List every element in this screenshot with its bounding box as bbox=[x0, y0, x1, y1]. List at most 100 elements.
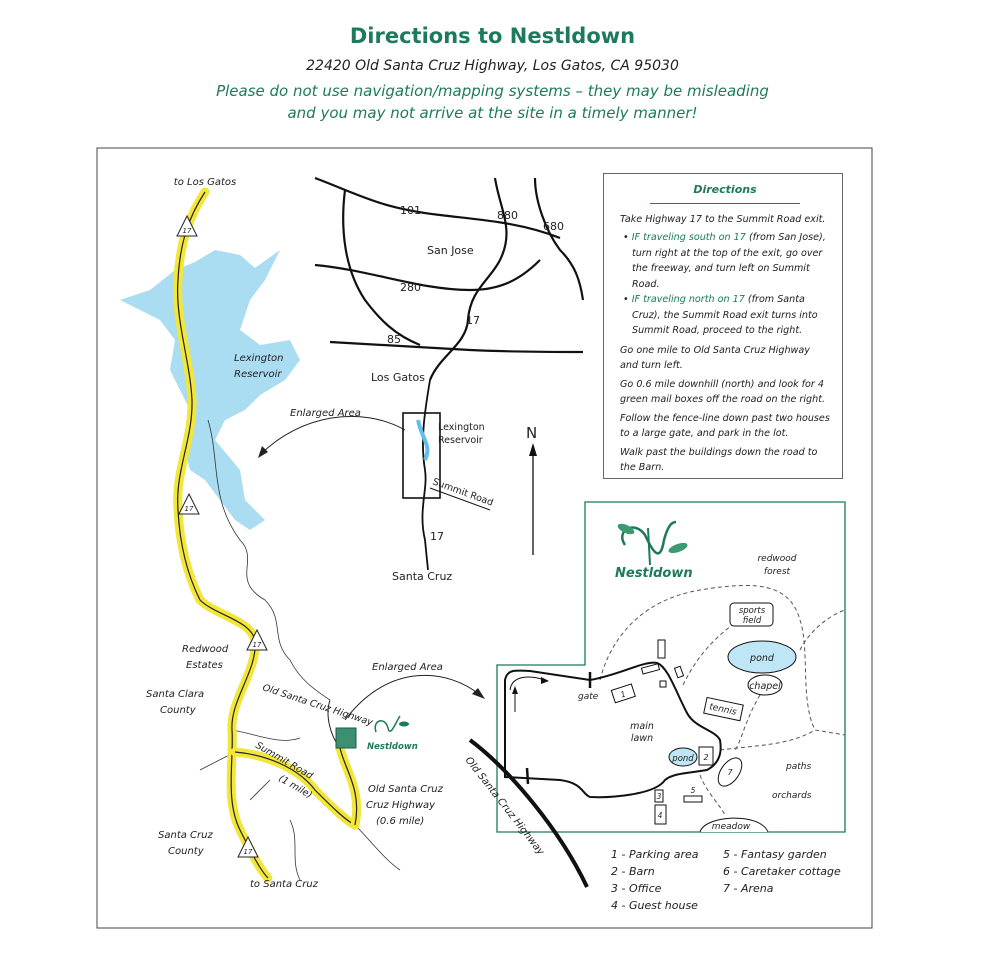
directions-north: • IF traveling north on 17 (from Santa C… bbox=[623, 294, 818, 336]
north-highlight: IF traveling north on 17 bbox=[631, 294, 745, 305]
svg-text:17: 17 bbox=[244, 848, 253, 856]
legend-col-2: 5 - Fantasy garden 6 - Caretaker cottage… bbox=[723, 846, 841, 897]
building bbox=[673, 665, 685, 679]
building bbox=[659, 680, 667, 688]
route-17-label: 17 bbox=[466, 314, 480, 327]
main-lawn-label: lawn bbox=[631, 733, 653, 744]
svg-text:7: 7 bbox=[727, 768, 733, 777]
pond-label: pond bbox=[749, 653, 775, 664]
small-pond bbox=[668, 747, 698, 767]
san-jose-label: San Jose bbox=[427, 244, 474, 257]
svg-text:1: 1 bbox=[619, 689, 627, 699]
map-frame bbox=[96, 147, 873, 929]
parking-area-marker: 1 bbox=[610, 683, 636, 704]
enlarged-area-label: Enlarged Area bbox=[290, 408, 361, 419]
svg-text:2: 2 bbox=[703, 753, 708, 762]
legend-col-1: 1 - Parking area 2 - Barn 3 - Office 4 -… bbox=[611, 846, 699, 914]
svg-text:17: 17 bbox=[253, 641, 262, 649]
reservoir-label: Lexington bbox=[234, 353, 283, 364]
directions-step: Walk past the buildings down the road to… bbox=[620, 446, 818, 474]
sports-field-label: field bbox=[743, 616, 762, 626]
south-highlight: IF traveling south on 17 bbox=[631, 232, 746, 243]
north-text: (from Santa Cruz), the Summit Road exit … bbox=[632, 294, 818, 336]
santa-clara-county-label: Santa Clara bbox=[146, 689, 204, 700]
arena-marker: 7 bbox=[717, 757, 743, 787]
overview-map bbox=[314, 176, 585, 571]
route-17-label: 17 bbox=[430, 530, 444, 543]
route-880-label: 880 bbox=[497, 209, 518, 222]
main-lawn-label: main bbox=[630, 721, 654, 732]
legend-item: 5 - Fantasy garden bbox=[723, 848, 827, 861]
directions-step: Go 0.6 mile downhill (north) and look fo… bbox=[620, 378, 826, 406]
enlarged-area-arrow bbox=[259, 415, 406, 456]
reservoir-label: Reservoir bbox=[438, 435, 483, 446]
chapel-label: chapel bbox=[749, 681, 781, 692]
route-101-label: 101 bbox=[400, 204, 421, 217]
highway-17-shield-icon: 17 bbox=[237, 835, 259, 858]
directions-heading: Directions bbox=[650, 182, 800, 204]
meadow bbox=[699, 817, 769, 833]
enlarged-area-arrow bbox=[344, 674, 481, 721]
directions-step: Go one mile to Old Santa Cruz Highway an… bbox=[620, 344, 810, 372]
route-680-label: 680 bbox=[543, 220, 564, 233]
old-sc-hwy-distance-label: Cruz Highway bbox=[366, 800, 436, 811]
building bbox=[640, 663, 661, 675]
to-los-gatos-label: to Los Gatos bbox=[174, 177, 236, 188]
svg-text:17: 17 bbox=[183, 227, 192, 235]
svg-text:5: 5 bbox=[691, 786, 696, 795]
gate-marker bbox=[525, 767, 530, 785]
svg-text:17: 17 bbox=[185, 505, 194, 513]
site-access-road bbox=[504, 661, 722, 799]
chapel bbox=[747, 674, 783, 696]
old-sc-hwy-distance-label: (0.6 mile) bbox=[376, 816, 424, 827]
route-85-label: 85 bbox=[387, 333, 401, 346]
sports-field bbox=[729, 602, 774, 627]
north-label: N bbox=[526, 424, 537, 442]
redwood-estates-label: Redwood bbox=[182, 644, 229, 655]
nestldown-logo-small: Nestldown bbox=[367, 715, 418, 752]
route-280-label: 280 bbox=[400, 281, 421, 294]
santa-cruz-label: Santa Cruz bbox=[392, 570, 452, 583]
sports-field-label: sports bbox=[739, 606, 766, 616]
to-santa-cruz-label: to Santa Cruz bbox=[250, 879, 319, 890]
nestldown-logo: Nestldown bbox=[615, 520, 693, 581]
directions-panel: Directions Take Highway 17 to the Summit… bbox=[603, 173, 843, 479]
redwood-estates-label: Estates bbox=[186, 660, 223, 671]
enlarged-area-label: Enlarged Area bbox=[372, 662, 443, 673]
legend-item: 1 - Parking area bbox=[611, 848, 699, 861]
enlarged-area-box bbox=[402, 412, 441, 499]
warning-line-2: and you may not arrive at the site in a … bbox=[287, 104, 698, 122]
svg-text:Nestldown: Nestldown bbox=[367, 742, 418, 752]
legend-item: 2 - Barn bbox=[611, 865, 655, 878]
nestldown-site-marker bbox=[335, 727, 357, 749]
santa-cruz-county-label: County bbox=[168, 846, 205, 857]
directions-step: Follow the fence-line down past two hous… bbox=[620, 412, 830, 440]
site-map: Nestldown Old Santa Cruz Highway pond ch… bbox=[463, 501, 846, 888]
paths-label: paths bbox=[785, 762, 811, 772]
redwood-forest-label: redwood bbox=[757, 554, 796, 564]
svg-text:4: 4 bbox=[658, 811, 663, 820]
svg-text:Nestldown: Nestldown bbox=[615, 566, 693, 581]
los-gatos-label: Los Gatos bbox=[371, 371, 425, 384]
directions-south: • IF traveling south on 17 (from San Jos… bbox=[623, 232, 826, 290]
reservoir-label: Lexington bbox=[438, 422, 485, 433]
fantasy-garden-marker: 5 bbox=[683, 786, 703, 803]
south-text: (from San Jose), turn right at the top o… bbox=[632, 232, 826, 290]
meadow-label: meadow bbox=[712, 822, 751, 832]
office-marker: 3 bbox=[654, 789, 664, 803]
legend-item: 3 - Office bbox=[611, 882, 662, 895]
highway-17-shield-icon: 17 bbox=[176, 214, 198, 237]
lexington-reservoir-water bbox=[120, 250, 300, 530]
legend-item: 7 - Arena bbox=[723, 882, 774, 895]
santa-cruz-county-label: Santa Cruz bbox=[158, 830, 213, 841]
tennis-court: tennis bbox=[703, 696, 744, 722]
directions-intro: Take Highway 17 to the Summit Road exit. bbox=[620, 213, 826, 225]
reservoir-label: Reservoir bbox=[234, 369, 282, 380]
gate-label: gate bbox=[578, 692, 599, 702]
orchards-label: orchards bbox=[772, 791, 812, 801]
highway-17-shield-icon: 17 bbox=[178, 492, 200, 515]
page-title: Directions to Nestldown bbox=[349, 24, 636, 48]
pond bbox=[727, 640, 797, 674]
legend-item: 4 - Guest house bbox=[611, 899, 698, 912]
